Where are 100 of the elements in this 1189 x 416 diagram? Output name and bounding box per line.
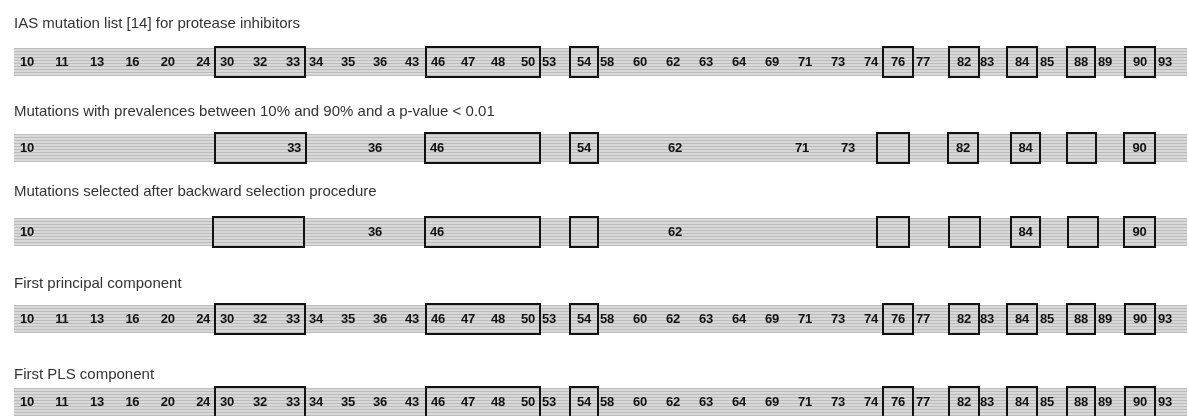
row-heading: IAS mutation list [14] for protease inhibitors xyxy=(14,14,300,32)
outlined-frame xyxy=(1124,46,1156,78)
outlined-frame xyxy=(876,216,910,248)
mutation-numbers: 58 60 62 63 64 69 71 73 74 xyxy=(600,393,878,411)
outlined-frame xyxy=(212,216,305,248)
mutation-numbers: 30 32 33 xyxy=(220,393,300,411)
mutation-numbers: 34 35 36 43 xyxy=(309,393,419,411)
mutation-number: 33 xyxy=(286,139,301,157)
mutation-numbers: 71 73 xyxy=(795,139,855,157)
mutation-number: 88 xyxy=(1073,53,1089,71)
mutation-numbers: 46 47 48 50 xyxy=(431,310,535,328)
outlined-frame xyxy=(569,303,599,335)
mutation-number: 84 xyxy=(1017,223,1034,241)
mutation-number: 82 xyxy=(956,393,972,411)
mutation-number: 46 xyxy=(430,223,445,241)
outlined-frame xyxy=(1066,46,1096,78)
outlined-frame xyxy=(214,46,306,78)
outlined-frame xyxy=(214,132,307,164)
mutation-number: 76 xyxy=(890,393,906,411)
outlined-frame xyxy=(1124,386,1156,416)
row-heading: Mutations selected after backward selection procedure xyxy=(14,182,377,200)
row-heading: First principal component xyxy=(14,274,182,292)
outlined-frame xyxy=(948,216,981,248)
mutation-numbers: 34 35 36 43 xyxy=(309,53,419,71)
mutation-number: 93 xyxy=(1158,310,1173,328)
outlined-frame xyxy=(948,46,980,78)
outlined-frame xyxy=(569,386,599,416)
mutation-numbers: 46 47 48 50 xyxy=(431,393,535,411)
mutation-number: 82 xyxy=(955,139,971,157)
row-heading: First PLS component xyxy=(14,365,155,383)
mutation-number: 90 xyxy=(1132,53,1148,71)
mutation-number: 36 xyxy=(368,223,383,241)
outlined-frame xyxy=(948,303,980,335)
outlined-frame xyxy=(569,132,599,164)
outlined-frame xyxy=(948,386,980,416)
outlined-frame xyxy=(882,46,914,78)
mutation-number: 76 xyxy=(890,53,906,71)
mutation-number: 89 xyxy=(1098,310,1113,328)
mutation-numbers: 10 11 13 16 20 24 xyxy=(20,393,210,411)
mutation-number: 83 xyxy=(980,393,995,411)
mutation-number: 90 xyxy=(1131,139,1148,157)
mutation-number: 54 xyxy=(576,310,593,328)
mutation-number: 62 xyxy=(668,223,683,241)
mutation-numbers: 30 32 33 xyxy=(220,53,300,71)
mutation-number: 84 xyxy=(1014,310,1031,328)
mutation-numbers: 58 60 62 63 64 69 71 73 74 xyxy=(600,310,878,328)
mutation-number: 82 xyxy=(956,53,972,71)
mutation-number: 93 xyxy=(1158,393,1173,411)
mutation-number: 88 xyxy=(1073,393,1089,411)
outlined-frame xyxy=(425,386,541,416)
mutation-number: 46 xyxy=(430,139,445,157)
outlined-frame xyxy=(1123,216,1156,248)
mutation-number: 10 xyxy=(20,223,35,241)
mutation-number: 90 xyxy=(1131,223,1148,241)
outlined-frame xyxy=(1066,303,1096,335)
mutation-number: 85 xyxy=(1040,310,1055,328)
mutation-number: 36 xyxy=(368,139,383,157)
mutation-number: 53 xyxy=(542,310,557,328)
mutation-number: 10 xyxy=(20,139,35,157)
outlined-frame xyxy=(1123,132,1156,164)
mutation-number: 93 xyxy=(1158,53,1173,71)
mutation-numbers: 34 35 36 43 xyxy=(309,310,419,328)
outlined-frame xyxy=(214,386,306,416)
outlined-frame xyxy=(882,303,914,335)
mutation-number: 83 xyxy=(980,53,995,71)
outlined-frame xyxy=(1010,132,1041,164)
outlined-frame xyxy=(1067,216,1099,248)
mutation-number: 84 xyxy=(1014,53,1031,71)
outlined-frame xyxy=(424,132,541,164)
outlined-frame xyxy=(882,386,914,416)
outlined-frame xyxy=(424,216,541,248)
outlined-frame xyxy=(947,132,979,164)
mutation-number: 89 xyxy=(1098,53,1113,71)
outlined-frame xyxy=(1006,303,1038,335)
mutation-number: 76 xyxy=(890,310,906,328)
outlined-frame xyxy=(425,303,541,335)
mutation-number: 53 xyxy=(542,393,557,411)
mutation-number: 85 xyxy=(1040,393,1055,411)
outlined-frame xyxy=(1066,132,1097,164)
mutation-number: 84 xyxy=(1014,393,1031,411)
outlined-frame xyxy=(876,132,910,164)
mutation-number: 83 xyxy=(980,310,995,328)
mutation-numbers: 46 47 48 50 xyxy=(431,53,535,71)
outlined-frame xyxy=(569,216,599,248)
mutation-number: 77 xyxy=(916,393,931,411)
outlined-frame xyxy=(1010,216,1041,248)
outlined-frame xyxy=(1006,386,1038,416)
mutation-number: 82 xyxy=(956,310,972,328)
outlined-frame xyxy=(425,46,541,78)
mutation-number: 88 xyxy=(1073,310,1089,328)
outlined-frame xyxy=(214,303,306,335)
outlined-frame xyxy=(1124,303,1156,335)
outlined-frame xyxy=(569,46,599,78)
mutation-number: 90 xyxy=(1132,310,1148,328)
mutation-number: 53 xyxy=(542,53,557,71)
outlined-frame xyxy=(1006,46,1038,78)
mutation-numbers: 58 60 62 63 64 69 71 73 74 xyxy=(600,53,878,71)
mutation-numbers: 30 32 33 xyxy=(220,310,300,328)
outlined-frame xyxy=(1066,386,1096,416)
mutation-number: 54 xyxy=(576,139,593,157)
